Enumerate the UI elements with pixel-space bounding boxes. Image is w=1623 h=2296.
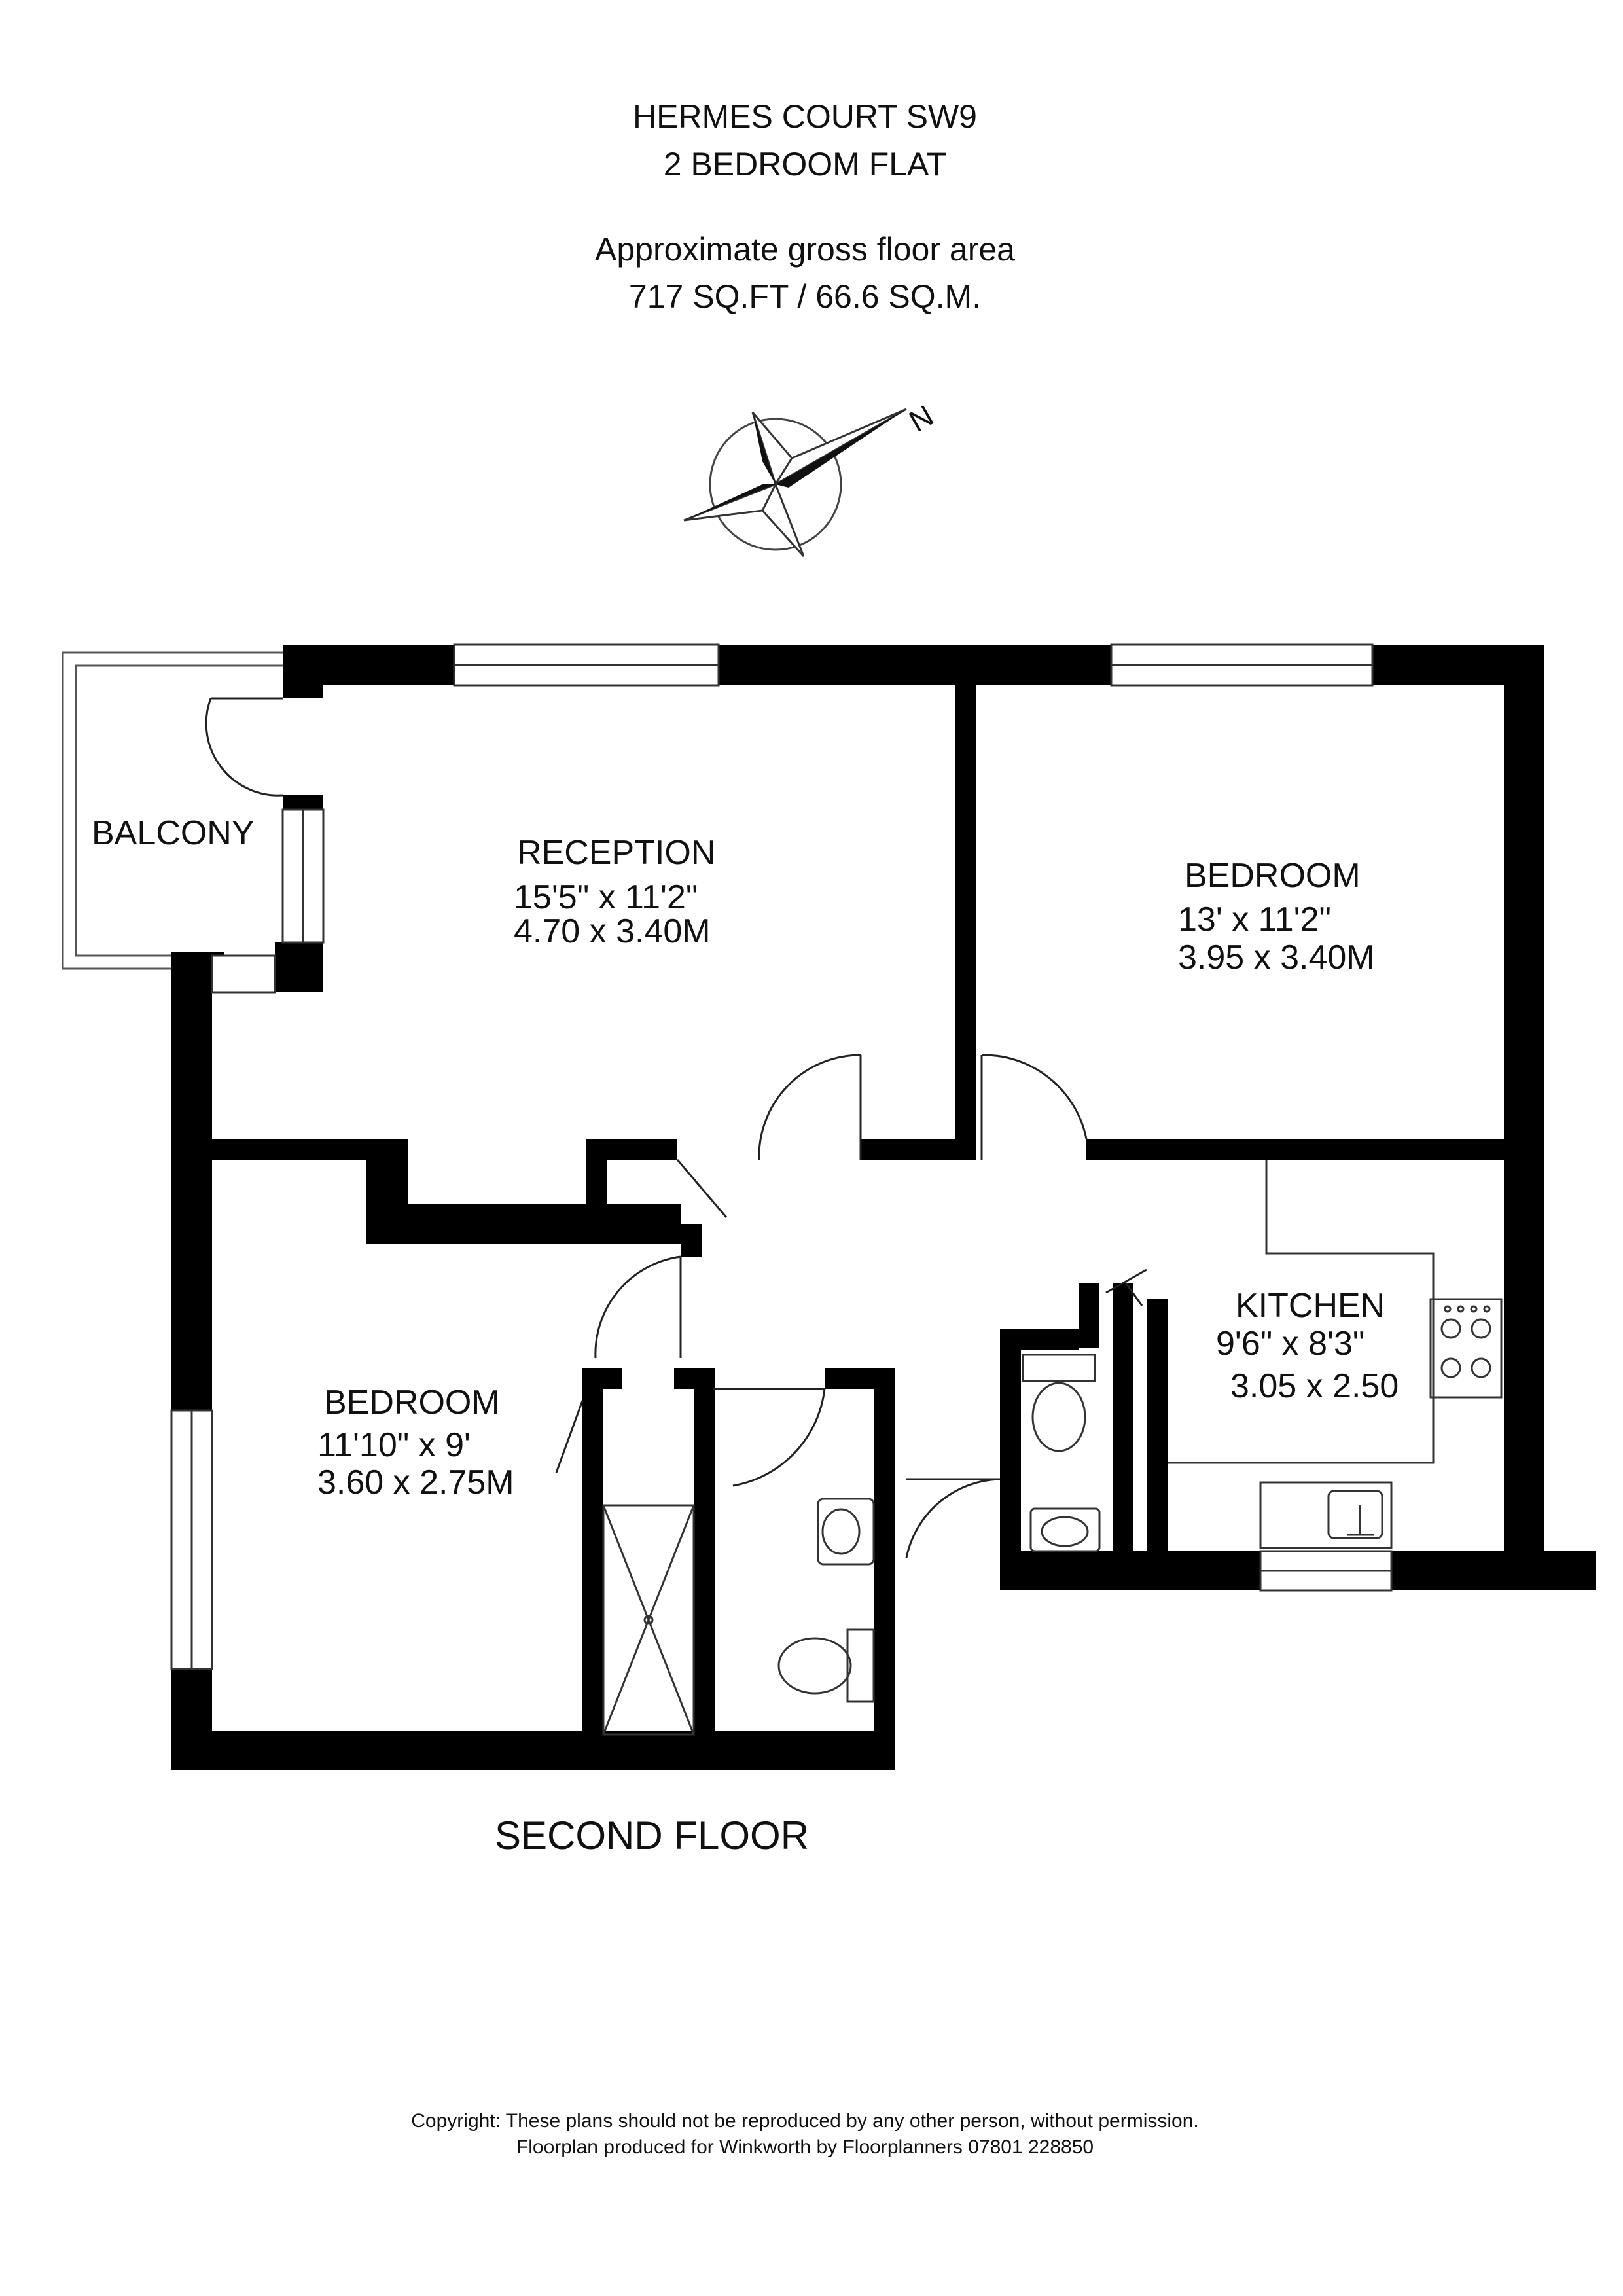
toilet-icon — [777, 1628, 875, 1703]
compass-north-label: N — [903, 398, 939, 439]
room-label-kitchen: KITCHEN — [1236, 1287, 1385, 1325]
compass-icon: N — [683, 398, 939, 558]
bedroom-1-imperial: 13' x 11'2" — [1178, 901, 1331, 939]
copyright-notice: Copyright: These plans should not be rep… — [411, 2110, 1199, 2132]
room-label-bedroom-1: BEDROOM — [1185, 857, 1361, 895]
property-subtitle: 2 BEDROOM FLAT — [664, 146, 946, 183]
bedroom-1-metric: 3.95 x 3.40M — [1178, 939, 1375, 977]
kitchen-imperial: 9'6" x 8'3" — [1216, 1325, 1364, 1363]
area-value: 717 SQ.FT / 66.6 SQ.M. — [629, 278, 981, 315]
floorplan-credit: Floorplan produced for Winkworth by Floo… — [516, 2136, 1094, 2158]
room-label-bedroom-2: BEDROOM — [324, 1384, 500, 1422]
wc-basin-icon — [1029, 1507, 1101, 1552]
kitchen-counter — [1168, 1160, 1435, 1464]
bedroom-2-metric: 3.60 x 2.75M — [317, 1463, 514, 1501]
kitchen-sink-icon — [1259, 1481, 1393, 1549]
balcony-outline — [62, 651, 288, 970]
reception-imperial: 15'5" x 11'2" — [514, 878, 698, 916]
reception-metric: 4.70 x 3.40M — [514, 912, 711, 950]
bedroom-2-imperial: 11'10" x 9' — [317, 1426, 471, 1464]
walls — [171, 645, 1596, 1770]
wc-toilet-icon — [1022, 1354, 1096, 1452]
balcony-side-window — [211, 954, 276, 994]
fixtures — [602, 1160, 1503, 1736]
room-label-balcony: BALCONY — [92, 814, 255, 852]
shower-tray-icon — [602, 1504, 695, 1736]
room-label-reception: RECEPTION — [517, 834, 715, 872]
area-label: Approximate gross floor area — [595, 231, 1015, 268]
kitchen-metric: 3.05 x 2.50 — [1230, 1367, 1399, 1405]
basin-icon — [817, 1498, 875, 1566]
hob-icon — [1429, 1298, 1503, 1399]
floor-label: SECOND FLOOR — [495, 1814, 809, 1857]
windows — [170, 643, 1393, 1670]
property-title: HERMES COURT SW9 — [633, 98, 977, 135]
doors — [205, 697, 1147, 1558]
